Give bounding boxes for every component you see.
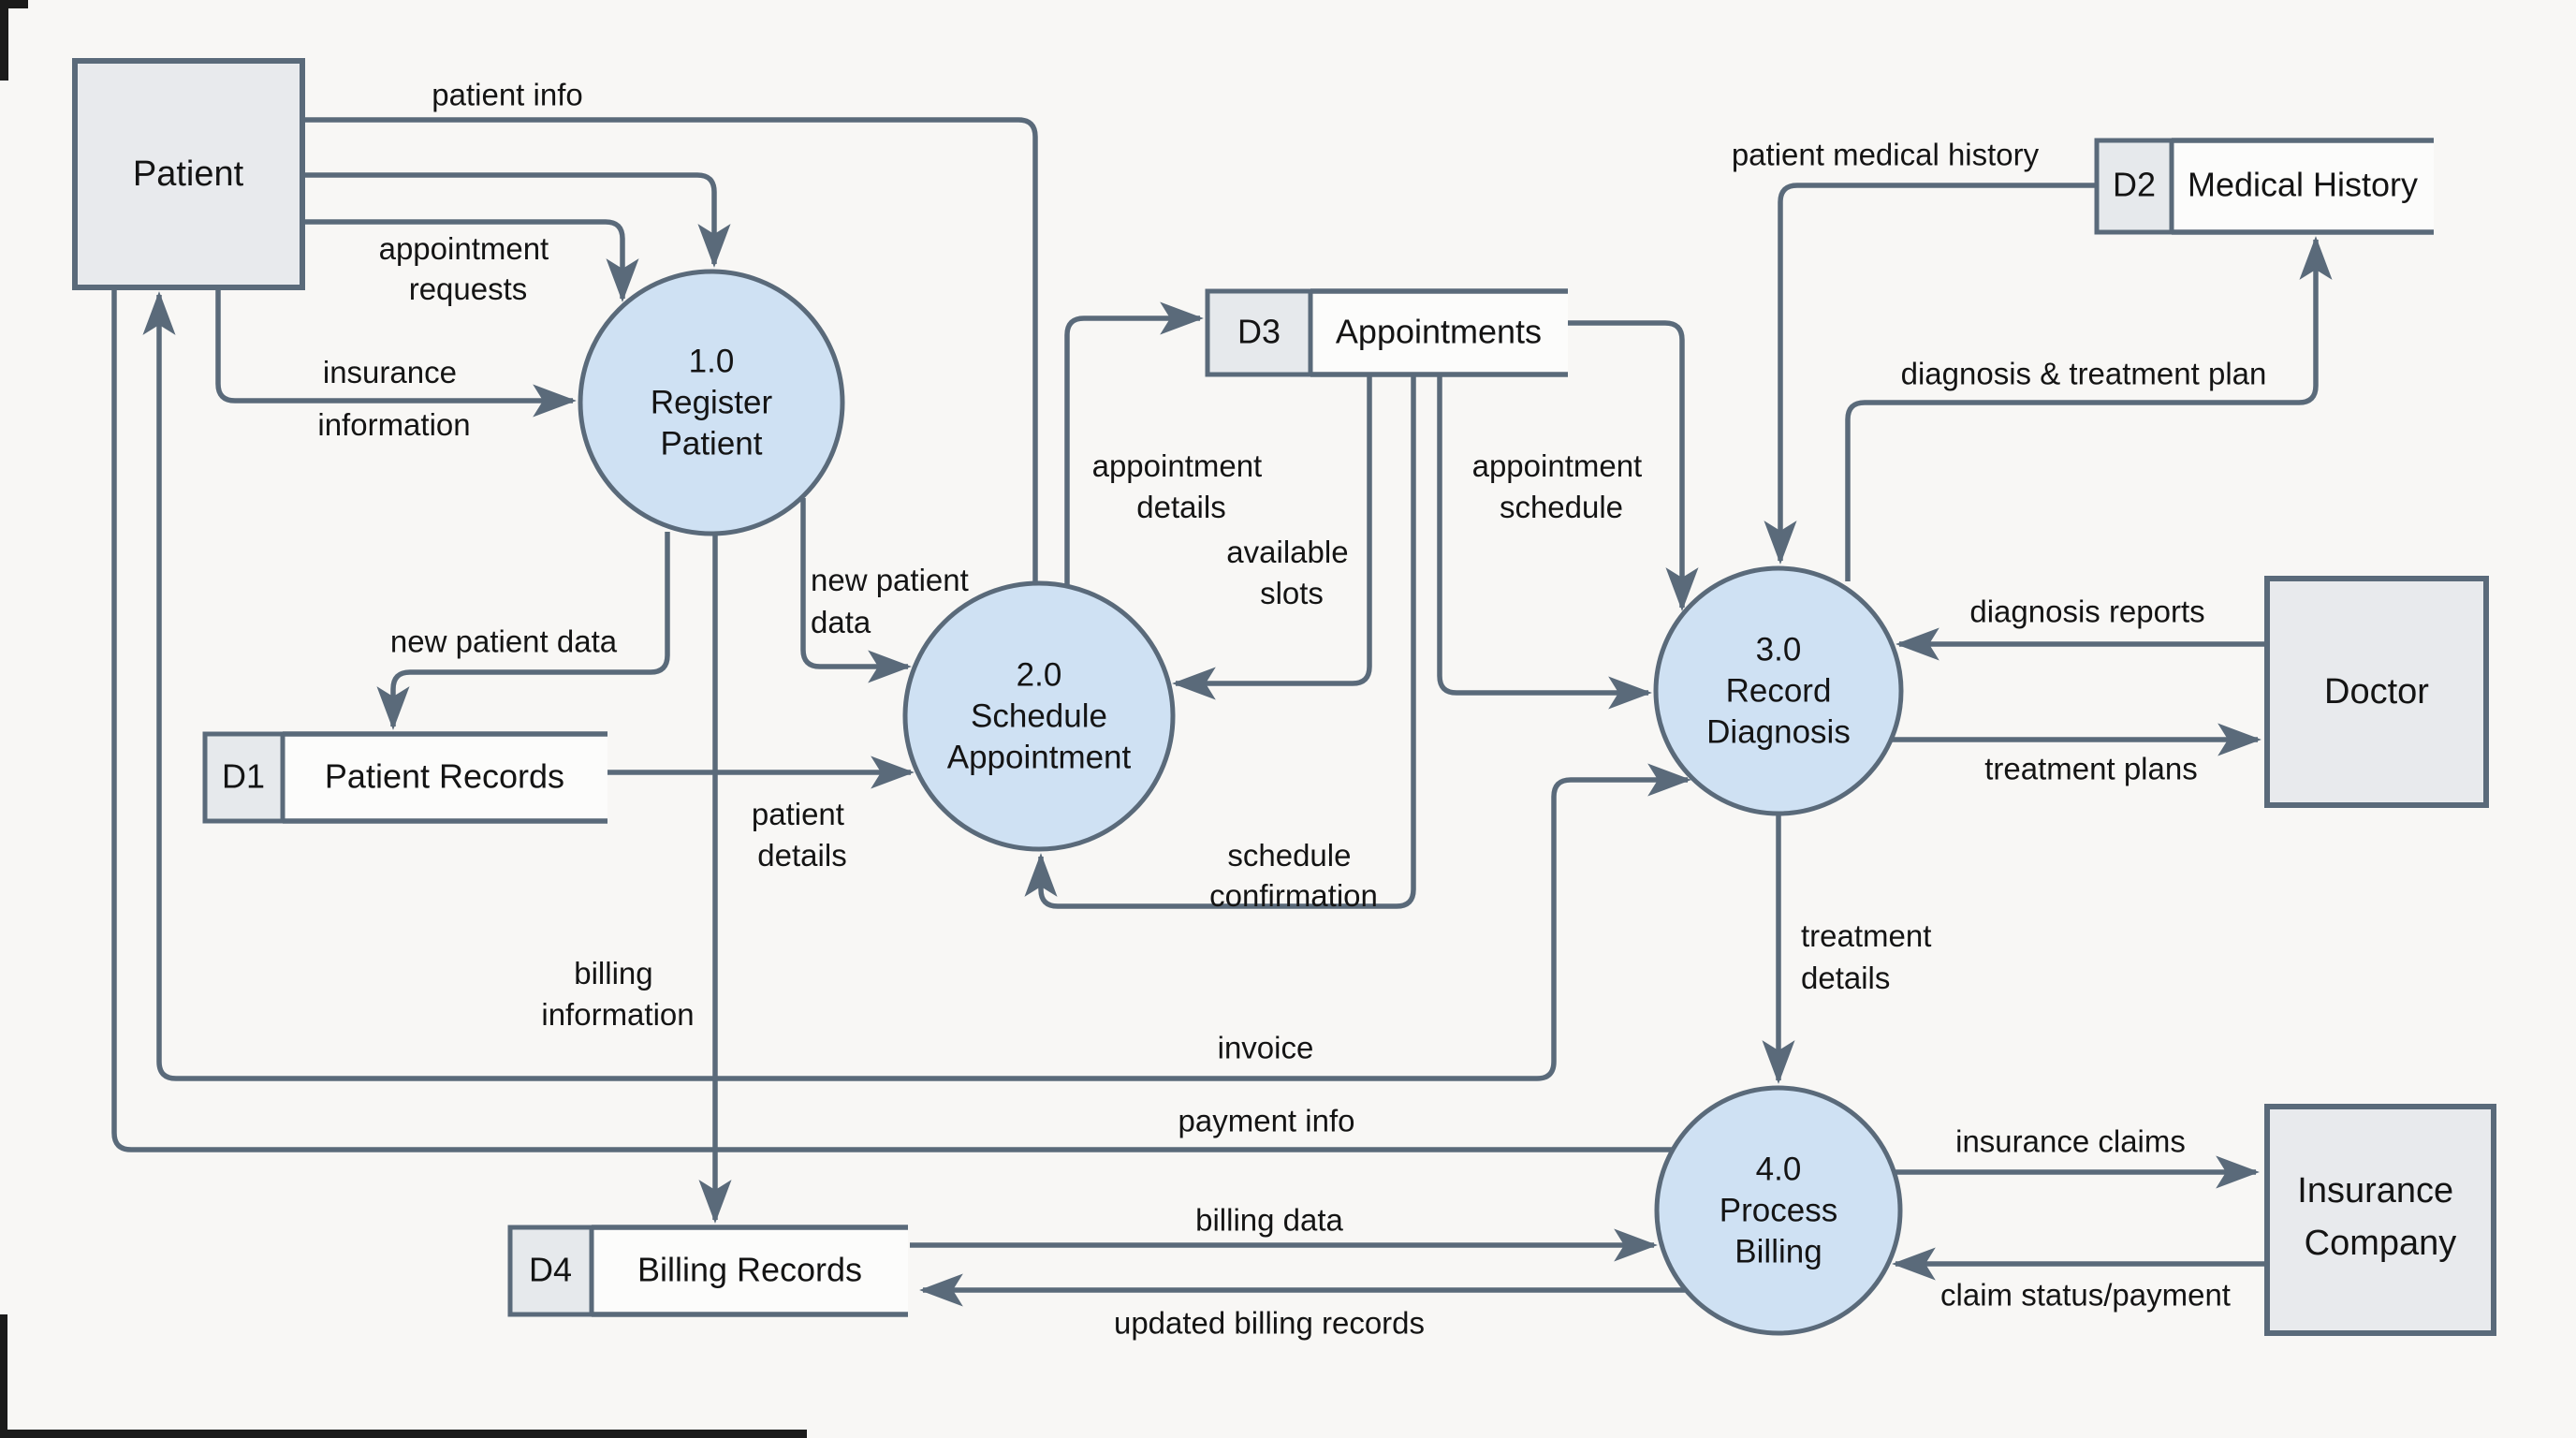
process-3-name-2: Diagnosis [1706,713,1851,750]
flow-lines [111,117,2333,1307]
label-new-patient-data-p2: new patient data [811,563,977,639]
process-1-name-2: Patient [661,425,763,462]
store-d4-name: Billing Records [637,1251,862,1289]
entity-doctor-label: Doctor [2324,672,2429,712]
process-3-number: 3.0 [1756,631,1802,668]
flow-diagnosis-treatment-plan [1845,236,2333,581]
flow-appointment-requests [302,219,639,302]
label-available-slots: available slots [1226,535,1356,610]
process-1-number: 1.0 [689,343,735,379]
store-d1-name: Patient Records [325,757,564,796]
data-store-d1: D1 Patient Records [202,731,607,824]
label-treatment-details: treatment details [1801,918,1940,995]
label-payment-info: payment info [1178,1104,1355,1138]
label-treatment-plans: treatment plans [1984,752,2197,786]
flow-patient-medical-history [1764,183,2097,565]
scan-artifact-bottom-left-edge [0,1314,7,1438]
entity-patient-label: Patient [133,154,244,194]
label-updated-billing-records: updated billing records [1114,1306,1425,1341]
store-d4-id: D4 [529,1251,572,1289]
data-store-d3: D3 Appointments [1205,288,1568,377]
flow-payment-info [111,287,1676,1152]
process-2-name-2: Appointment [947,739,1132,775]
label-claim-status-payment: claim status/payment [1940,1278,2231,1313]
flow-patient-info [302,117,1038,597]
label-appointment-requests: appointment requests [379,231,558,306]
entity-patient: Patient [72,58,305,290]
process-2-schedule-appointment: 2.0 Schedule Appointment [902,580,1176,852]
label-billing-data: billing data [1195,1203,1343,1238]
flow-invoice [142,291,1691,1081]
label-diagnosis-reports: diagnosis reports [1969,594,2204,629]
process-1-name-1: Register [651,384,773,420]
scan-artifact-bottom-edge [0,1430,807,1438]
process-4-process-billing: 4.0 Process Billing [1654,1085,1903,1336]
label-invoice: invoice [1218,1031,1314,1065]
process-3-name-1: Record [1726,672,1832,709]
data-store-d2: D2 Medical History [2094,138,2434,235]
process-4-name-2: Billing [1734,1233,1822,1269]
label-patient-details: patient details [752,797,853,873]
label-patient-medical-history: patient medical history [1732,138,2040,172]
label-schedule-confirmation: schedule confirmation [1209,838,1378,913]
label-patient-info: patient info [432,78,582,112]
store-d3-id: D3 [1237,313,1281,351]
flow-schedule-confirmation [1024,374,1416,909]
process-1-register-patient: 1.0 Register Patient [578,269,845,536]
process-3-record-diagnosis: 3.0 Record Diagnosis [1653,565,1904,816]
entity-doctor: Doctor [2264,576,2489,808]
store-d2-id: D2 [2113,166,2156,204]
label-diagnosis-treatment-plan: diagnosis & treatment plan [1901,357,2267,391]
scan-artifact-top-left-edge [0,0,8,81]
store-d2-name: Medical History [2188,166,2418,204]
label-appointment-details: appointment details [1092,448,1271,524]
label-insurance-claims: insurance claims [1955,1124,2186,1159]
flow-labels: patient info appointment requests insura… [317,78,2266,1341]
flow-appointment-schedule [1437,374,1652,710]
flow-available-slots [1172,374,1372,700]
flow-patient-to-register [302,172,731,268]
entity-insurance-company: Insurance Company [2264,1104,2496,1336]
store-d1-id: D1 [222,757,265,796]
process-4-name-1: Process [1720,1192,1837,1228]
label-appointment-schedule: appointment schedule [1472,448,1651,524]
process-2-number: 2.0 [1017,656,1062,693]
store-d3-name: Appointments [1336,313,1542,351]
scan-artifacts [0,0,807,1438]
label-billing-information: billing information [541,956,694,1032]
process-4-number: 4.0 [1756,1151,1802,1187]
data-store-d4: D4 Billing Records [507,1225,908,1317]
entity-insurance-label: Insurance Company [2297,1171,2463,1263]
scan-artifact-top-left [0,0,28,8]
label-new-patient-data-d1: new patient data [390,624,618,659]
process-2-name-1: Schedule [971,697,1107,734]
label-insurance-information: insurance information [317,355,470,442]
